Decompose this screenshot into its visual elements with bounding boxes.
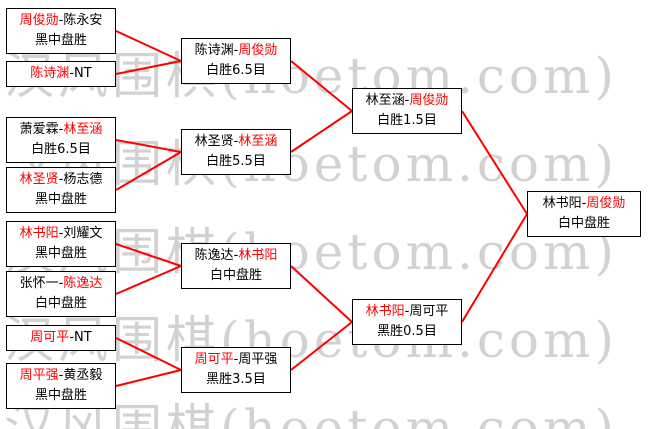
player-name: 杨志德 bbox=[63, 172, 103, 187]
match-players: 林书阳-周可平 bbox=[355, 302, 459, 322]
player-name: NT bbox=[74, 330, 92, 345]
player-name: NT bbox=[74, 66, 92, 81]
match-players: 周俊勋-陈永安 bbox=[9, 11, 113, 31]
match-box-r1-2: 陈诗渊-NT bbox=[6, 61, 116, 87]
match-box-r2-2: 林圣贤-林至涵 白胜5.5目 bbox=[181, 129, 291, 175]
match-box-r1-7: 周可平-NT bbox=[6, 325, 116, 351]
player-name: 陈诗渊 bbox=[194, 43, 234, 58]
player-name: 黄丞毅 bbox=[63, 368, 103, 383]
match-result: 白胜6.5目 bbox=[206, 63, 266, 78]
name-separator: - bbox=[58, 172, 64, 187]
player-name-winner: 周俊勋 bbox=[409, 93, 449, 108]
player-name: 林书阳 bbox=[542, 196, 582, 211]
player-name-winner: 周可平 bbox=[194, 352, 234, 367]
player-name-winner: 陈逸达 bbox=[63, 276, 103, 291]
player-name-winner: 林书阳 bbox=[238, 248, 278, 263]
match-result: 白中盘胜 bbox=[557, 216, 610, 231]
name-separator: - bbox=[404, 304, 410, 319]
match-players: 林至涵-周俊勋 bbox=[355, 91, 459, 111]
match-players: 林书阳-刘耀文 bbox=[9, 224, 113, 244]
match-result: 黑胜3.5目 bbox=[206, 372, 266, 387]
player-name-winner: 陈诗渊 bbox=[30, 66, 70, 81]
match-players: 周可平-NT bbox=[9, 328, 113, 348]
match-players: 林圣贤-杨志德 bbox=[9, 170, 113, 190]
name-separator: - bbox=[58, 368, 64, 383]
name-separator: - bbox=[58, 122, 64, 137]
name-separator: - bbox=[233, 134, 239, 149]
match-result: 黑中盘胜 bbox=[34, 388, 87, 403]
player-name-winner: 周平强 bbox=[19, 368, 59, 383]
name-separator: - bbox=[581, 196, 587, 211]
match-result: 白胜5.5目 bbox=[206, 154, 266, 169]
match-players: 周可平-周平强 bbox=[184, 350, 288, 370]
match-box-r2-1: 陈诗渊-周俊勋 白胜6.5目 bbox=[181, 38, 291, 84]
match-result: 黑中盘胜 bbox=[34, 33, 87, 48]
match-box-r1-1: 周俊勋-陈永安 黑中盘胜 bbox=[6, 8, 116, 54]
player-name: 刘耀文 bbox=[63, 226, 103, 241]
name-separator: - bbox=[404, 93, 410, 108]
player-name-winner: 林至涵 bbox=[238, 134, 278, 149]
match-result: 白胜6.5目 bbox=[31, 142, 91, 157]
name-separator: - bbox=[233, 43, 239, 58]
match-players: 陈诗渊-NT bbox=[9, 64, 113, 84]
name-separator: - bbox=[58, 276, 64, 291]
name-separator: - bbox=[58, 13, 64, 28]
match-box-r1-5: 林书阳-刘耀文 黑中盘胜 bbox=[6, 221, 116, 267]
player-name-winner: 周俊勋 bbox=[19, 13, 59, 28]
player-name: 林至涵 bbox=[365, 93, 405, 108]
player-name-winner: 周俊勋 bbox=[586, 196, 626, 211]
player-name-winner: 林圣贤 bbox=[19, 172, 59, 187]
match-box-final: 林书阳-周俊勋 白中盘胜 bbox=[527, 191, 641, 237]
match-result: 黑中盘胜 bbox=[34, 192, 87, 207]
match-players: 萧爱霖-林至涵 bbox=[9, 120, 113, 140]
match-players: 周平强-黄丞毅 bbox=[9, 366, 113, 386]
name-separator: - bbox=[233, 248, 239, 263]
player-name-winner: 林至涵 bbox=[63, 122, 103, 137]
match-box-sf-2: 林书阳-周可平 黑胜0.5目 bbox=[352, 299, 462, 345]
player-name-winner: 周可平 bbox=[30, 330, 70, 345]
player-name: 张怀一 bbox=[19, 276, 59, 291]
player-name: 林圣贤 bbox=[194, 134, 234, 149]
match-players: 张怀一-陈逸达 bbox=[9, 274, 113, 294]
match-players: 陈逸达-林书阳 bbox=[184, 246, 288, 266]
match-box-r2-4: 周可平-周平强 黑胜3.5目 bbox=[181, 347, 291, 393]
match-players: 陈诗渊-周俊勋 bbox=[184, 41, 288, 61]
player-name: 周可平 bbox=[409, 304, 449, 319]
player-name-winner: 周俊勋 bbox=[238, 43, 278, 58]
match-result: 白中盘胜 bbox=[34, 296, 87, 311]
player-name: 陈逸达 bbox=[194, 248, 234, 263]
match-box-r1-6: 张怀一-陈逸达 白中盘胜 bbox=[6, 271, 116, 317]
match-players: 林书阳-周俊勋 bbox=[530, 194, 638, 214]
player-name-winner: 林书阳 bbox=[365, 304, 405, 319]
match-players: 林圣贤-林至涵 bbox=[184, 132, 288, 152]
player-name: 周平强 bbox=[238, 352, 278, 367]
match-result: 白胜1.5目 bbox=[377, 113, 437, 128]
match-result: 黑中盘胜 bbox=[34, 246, 87, 261]
player-name: 萧爱霖 bbox=[19, 122, 59, 137]
player-name: 陈永安 bbox=[63, 13, 103, 28]
match-result: 黑胜0.5目 bbox=[377, 324, 437, 339]
name-separator: - bbox=[58, 226, 64, 241]
name-separator: - bbox=[233, 352, 239, 367]
match-box-r1-8: 周平强-黄丞毅 黑中盘胜 bbox=[6, 363, 116, 409]
player-name-winner: 林书阳 bbox=[19, 226, 59, 241]
name-separator: - bbox=[69, 330, 75, 345]
match-result: 白中盘胜 bbox=[209, 268, 262, 283]
name-separator: - bbox=[69, 66, 75, 81]
match-box-r2-3: 陈逸达-林书阳 白中盘胜 bbox=[181, 243, 291, 289]
match-box-sf-1: 林至涵-周俊勋 白胜1.5目 bbox=[352, 88, 462, 134]
match-box-r1-3: 萧爱霖-林至涵 白胜6.5目 bbox=[6, 117, 116, 163]
match-box-r1-4: 林圣贤-杨志德 黑中盘胜 bbox=[6, 167, 116, 213]
